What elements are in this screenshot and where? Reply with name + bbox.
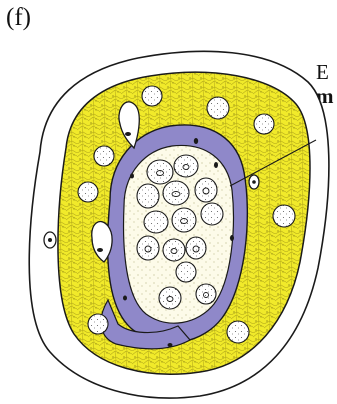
cell-diagram xyxy=(0,0,337,404)
figure-panel: (f) E m xyxy=(0,0,337,404)
